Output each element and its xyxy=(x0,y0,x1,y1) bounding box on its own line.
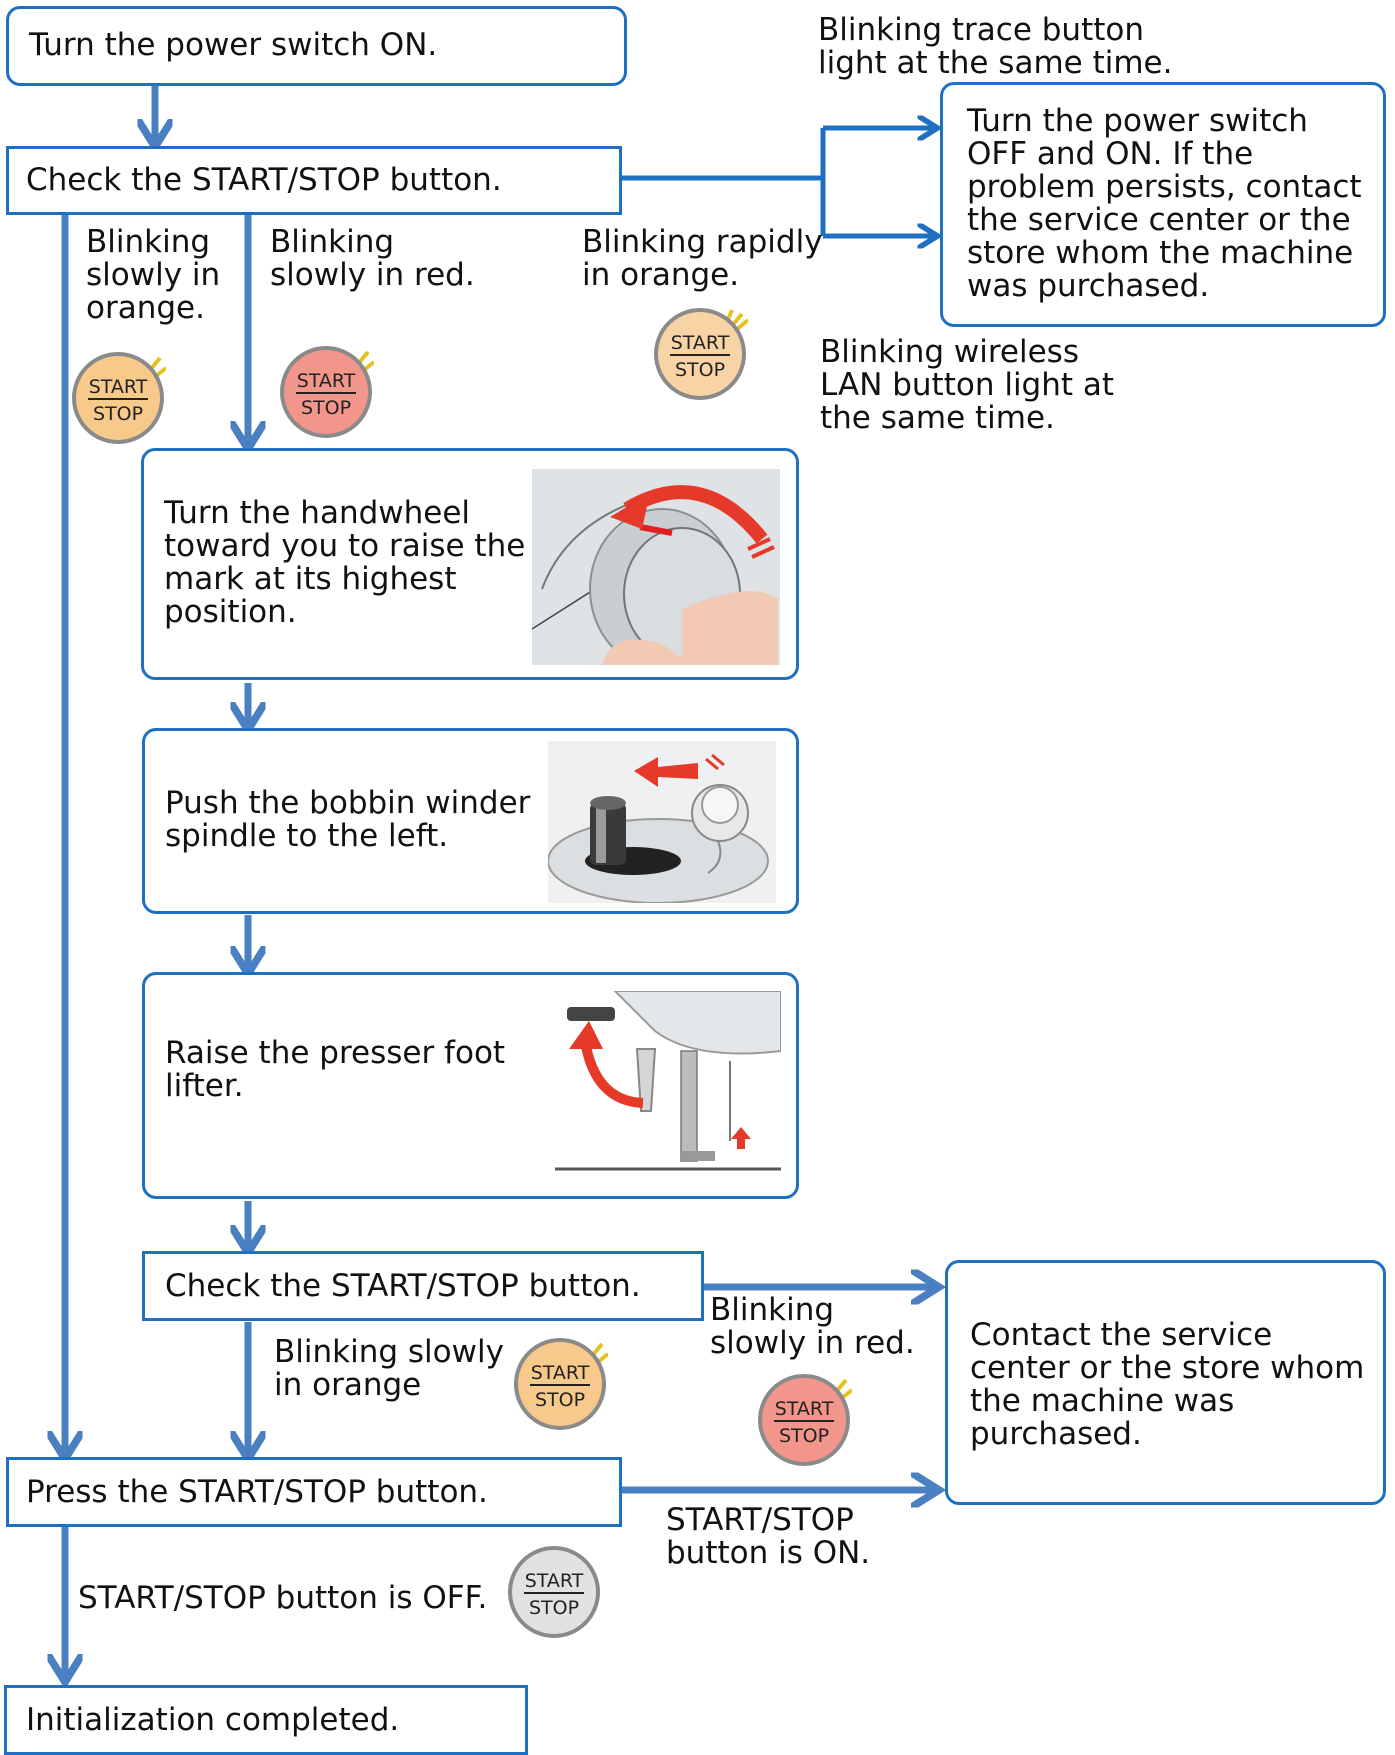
stop-label: STOP xyxy=(535,1389,585,1411)
step-power-cycle: Turn the power switch OFF and ON. If the… xyxy=(940,82,1386,327)
step-power-on: Turn the power switch ON. xyxy=(6,6,627,86)
label-button-off: START/STOP button is OFF. xyxy=(78,1580,488,1616)
start-label: START xyxy=(775,1398,834,1420)
step-check-start-stop-2: Check the START/STOP button. xyxy=(142,1251,704,1321)
start-stop-icon-slow-orange-1: START STOP xyxy=(72,352,166,444)
stop-label: STOP xyxy=(529,1597,579,1619)
step-check-start-stop: Check the START/STOP button. xyxy=(6,146,622,215)
label-slow-orange-2: Blinking slowly in orange xyxy=(274,1334,504,1403)
step-presser-foot: Raise the presser foot lifter. xyxy=(142,972,799,1199)
start-stop-icon-slow-red-2: START STOP xyxy=(758,1374,852,1466)
label-button-on: START/STOP button is ON. xyxy=(666,1502,871,1571)
step-check-start-stop-text: Check the START/STOP button. xyxy=(26,162,502,198)
bobbin-winder-illustration xyxy=(548,741,776,903)
step-initialization-completed: Initialization completed. xyxy=(4,1685,528,1755)
step-check-start-stop-2-text: Check the START/STOP button. xyxy=(165,1268,641,1304)
label-slow-orange-1: Blinking slowly in orange. xyxy=(86,224,221,326)
step-bobbin-winder: Push the bobbin winder spindle to the le… xyxy=(142,728,799,914)
start-stop-icon-slow-red-1: START STOP xyxy=(280,346,374,438)
step-presser-foot-text: Raise the presser foot lifter. xyxy=(165,1035,506,1104)
start-stop-icon-slow-orange-2: START STOP xyxy=(514,1338,608,1430)
start-label: START xyxy=(89,376,148,398)
label-rapid-orange: Blinking rapidly in orange. xyxy=(582,224,823,293)
step-press-start-stop-text: Press the START/STOP button. xyxy=(26,1474,488,1510)
step-press-start-stop: Press the START/STOP button. xyxy=(6,1457,622,1527)
presser-foot-illustration xyxy=(555,991,781,1187)
step-power-on-text: Turn the power switch ON. xyxy=(29,27,438,63)
stop-label: STOP xyxy=(779,1425,829,1447)
start-label: START xyxy=(531,1362,590,1384)
step-handwheel: Turn the handwheel toward you to raise t… xyxy=(141,448,799,680)
label-slow-red-2: Blinking slowly in red. xyxy=(710,1292,915,1361)
start-label: START xyxy=(671,332,730,354)
stop-label: STOP xyxy=(675,359,725,381)
handwheel-illustration xyxy=(532,469,780,665)
start-label: START xyxy=(297,370,356,392)
stop-label: STOP xyxy=(93,403,143,425)
step-initialization-completed-text: Initialization completed. xyxy=(26,1702,400,1738)
start-label: START xyxy=(525,1570,584,1592)
label-slow-red-1: Blinking slowly in red. xyxy=(270,224,475,293)
step-contact-service-text: Contact the service center or the store … xyxy=(970,1317,1365,1452)
step-handwheel-text: Turn the handwheel toward you to raise t… xyxy=(164,495,526,630)
label-wireless-light: Blinking wireless LAN button light at th… xyxy=(820,334,1115,436)
start-stop-icon-off: START STOP xyxy=(508,1546,600,1638)
step-bobbin-winder-text: Push the bobbin winder spindle to the le… xyxy=(165,785,531,854)
step-contact-service: Contact the service center or the store … xyxy=(945,1260,1386,1505)
stop-label: STOP xyxy=(301,397,351,419)
step-power-cycle-text: Turn the power switch OFF and ON. If the… xyxy=(967,103,1362,304)
label-trace-light: Blinking trace button light at the same … xyxy=(818,12,1173,81)
start-stop-icon-rapid-orange: START STOP xyxy=(654,308,748,400)
